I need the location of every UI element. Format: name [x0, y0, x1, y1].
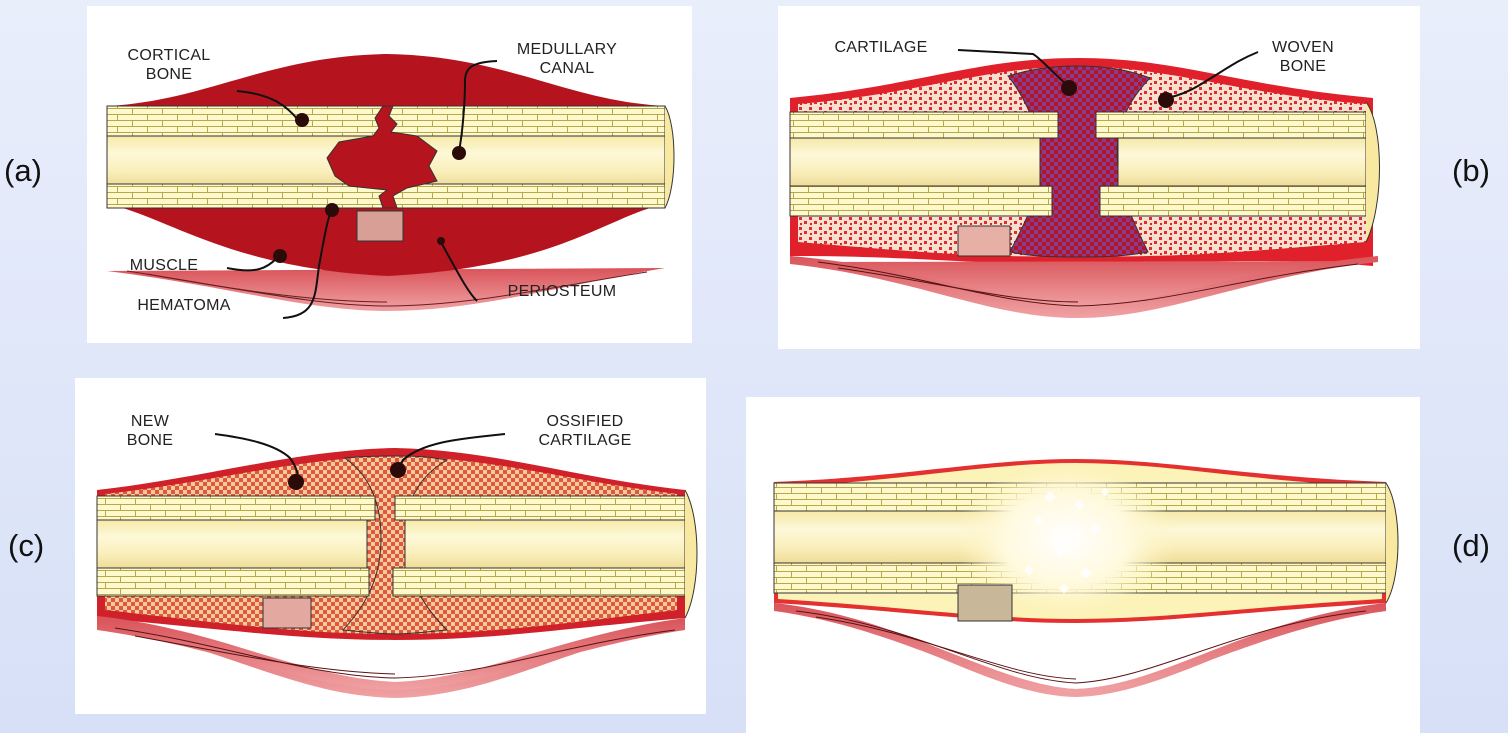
cortex-bottom: [790, 186, 1052, 216]
label-cortical-bone: CORTICAL BONE: [109, 46, 229, 84]
medullary-canal: [97, 520, 367, 568]
label-hematoma: HEMATOMA: [119, 296, 249, 315]
label-cartilage: CARTILAGE: [806, 38, 956, 57]
panel-label-a: (a): [4, 153, 42, 189]
cortex-top: [790, 112, 1058, 138]
remodeling-stage-diagram: [746, 397, 1420, 733]
panel-label-b: (b): [1452, 153, 1490, 189]
panel-b: CARTILAGE WOVEN BONE: [778, 6, 1420, 349]
panel-label-c: (c): [8, 528, 44, 564]
label-new-bone: NEW BONE: [105, 412, 195, 450]
label-medullary-canal: MEDULLARY CANAL: [502, 40, 632, 78]
cortex-top: [97, 496, 375, 520]
panel-a: CORTICAL BONE MEDULLARY CANAL MUSCLE HEM…: [87, 6, 692, 343]
label-muscle: MUSCLE: [109, 256, 219, 275]
panel-c: NEW BONE OSSIFIED CARTILAGE: [75, 378, 706, 714]
label-ossified-cartilage: OSSIFIED CARTILAGE: [505, 412, 665, 450]
panel-label-d: (d): [1452, 528, 1490, 564]
periosteum-sample: [357, 211, 403, 241]
panel-d: [746, 397, 1420, 733]
label-periosteum: PERIOSTEUM: [487, 282, 637, 301]
label-woven-bone: WOVEN BONE: [1253, 38, 1353, 76]
cortex-bottom: [97, 568, 369, 596]
medullary-canal: [790, 138, 1040, 186]
muscle: [790, 256, 1378, 309]
